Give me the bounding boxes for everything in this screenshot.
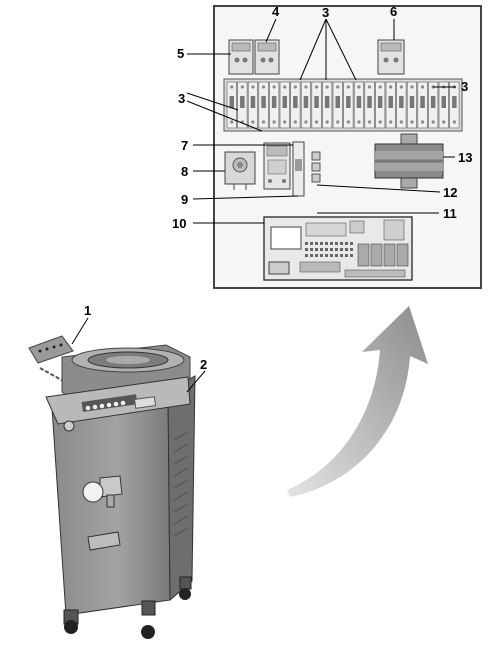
breaker-module [343,81,354,129]
pasteurizer-machine [28,317,206,639]
callout-8: 8 [181,164,188,179]
rotation-arrow [287,306,428,497]
breaker-module [237,81,248,129]
board-component [315,242,318,245]
contactor [263,142,291,190]
vent-slot [173,503,189,513]
callout-7: 7 [181,138,188,153]
breaker-module [438,81,449,129]
board-component [345,242,348,245]
board-component [335,248,338,251]
electrical-panel [186,5,482,289]
board-component [325,248,328,251]
board-component [315,254,318,257]
board-component [335,242,338,245]
callout-9: 9 [181,192,188,207]
board-component [335,254,338,257]
vent-slot [173,431,189,441]
vent-slot [173,443,189,453]
board-component [320,242,323,245]
breaker-module [226,81,237,129]
board-component [350,254,353,257]
breaker-module [290,81,301,129]
breaker-module [375,81,386,129]
vent-slot [173,515,189,525]
overload-relay-left [228,39,280,75]
board-component [345,248,348,251]
board-component [305,242,308,245]
board-component [325,242,328,245]
breaker-module [353,81,365,129]
overload-relay-right [377,39,405,75]
board-component [330,254,333,257]
selector-switch [224,151,256,190]
board-component [330,248,333,251]
breaker-module [269,81,280,129]
breaker-rail [223,78,463,132]
board-component [350,242,353,245]
removable-control-panel [28,335,74,383]
board-component [305,254,308,257]
breaker-module [406,81,418,129]
machine-leader-lines [71,317,206,393]
callout-3-right: 3 [461,79,468,94]
electronic-board [263,216,413,281]
callout-3-top: 3 [322,5,329,20]
vent-slot [173,467,189,477]
vent-slot [173,527,189,537]
callout-12: 12 [443,185,457,200]
breaker-module [364,81,375,129]
breaker-module [385,81,396,129]
callout-2: 2 [200,357,207,372]
panel-leader-lines [186,18,456,224]
callout-labels: 1 2 3 3 3 4 5 6 7 8 9 10 11 12 13 [84,4,472,372]
breaker-module [279,81,290,129]
vent-slot [173,455,189,465]
breaker-module [428,81,439,129]
callout-4: 4 [272,4,280,19]
board-component [310,248,313,251]
transformer [374,133,444,189]
board-component [310,242,313,245]
callout-3-left: 3 [178,91,185,106]
breaker-module [311,81,322,129]
callout-10: 10 [172,216,186,231]
breaker-module [449,81,460,129]
callout-1: 1 [84,303,91,318]
vent-slot [173,479,189,489]
board-component [325,254,328,257]
board-component [345,254,348,257]
board-component [340,248,343,251]
fuse-holder [292,141,305,197]
board-component [320,248,323,251]
castor-wheels [63,576,192,639]
board-component [320,254,323,257]
breaker-module [322,81,333,129]
callout-5: 5 [177,46,184,61]
terminal-block [311,151,321,183]
callout-6: 6 [390,4,397,19]
board-component [330,242,333,245]
breaker-module [417,81,428,129]
callout-13: 13 [458,150,472,165]
board-component [340,242,343,245]
breaker-module [332,81,343,129]
breaker-module [247,81,258,129]
breaker-module [258,81,269,129]
callout-11: 11 [443,206,457,221]
board-component [340,254,343,257]
dispensing-tap [82,475,123,508]
board-component [310,254,313,257]
breaker-module [300,81,312,129]
breaker-module [396,81,407,129]
board-component [305,248,308,251]
board-component [350,248,353,251]
board-component [315,248,318,251]
vent-slot [173,491,189,501]
